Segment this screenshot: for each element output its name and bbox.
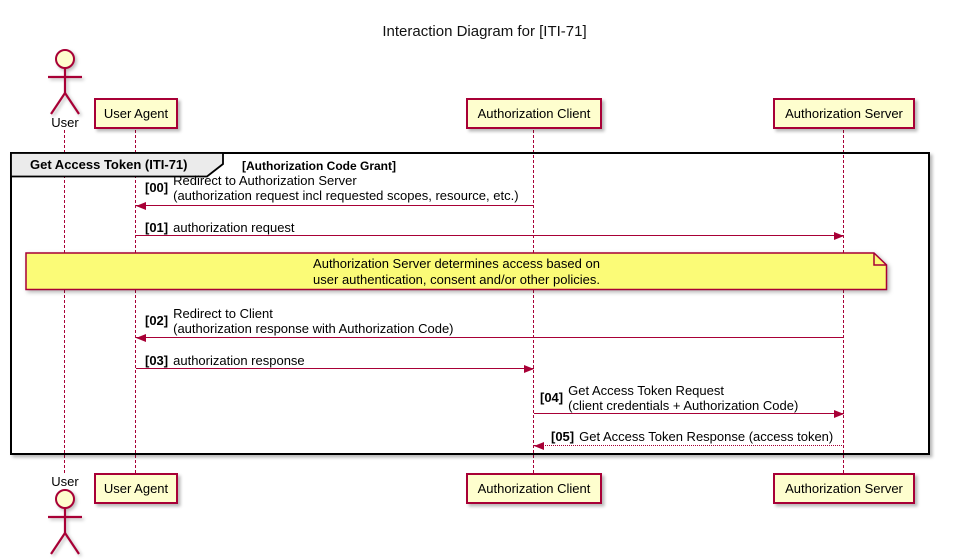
note: Authorization Server determines access b…	[25, 252, 888, 291]
participant-user-agent-top: User Agent	[94, 98, 178, 129]
message-01-seq: [01]	[145, 220, 169, 235]
message-01-label: [01] authorization request	[145, 220, 295, 236]
lifeline-authorization-server	[843, 130, 844, 473]
message-03-text: authorization response	[173, 353, 305, 368]
message-00-seq: [00]	[145, 180, 169, 196]
participant-user-top: User	[51, 115, 79, 130]
message-02-label: [02] Redirect to Client (authorization r…	[145, 306, 454, 336]
user-actor-icon-bottom	[48, 489, 82, 555]
frame-tab-shape-icon	[10, 152, 224, 178]
message-03-seq: [03]	[145, 353, 169, 368]
participant-user-agent-bottom: User Agent	[94, 473, 178, 504]
message-04-label: [04] Get Access Token Request (client cr…	[540, 383, 799, 413]
message-03-arrowhead-icon	[524, 365, 534, 373]
user-actor-icon	[48, 49, 82, 115]
participant-authorization-server-bottom: Authorization Server	[773, 473, 915, 504]
lifeline-user	[64, 130, 65, 473]
message-05-seq: [05]	[551, 429, 575, 444]
note-shape-icon	[25, 252, 888, 291]
message-02-line	[136, 337, 844, 338]
message-00-arrowhead-icon	[136, 202, 146, 210]
message-02-seq: [02]	[145, 313, 169, 329]
message-04-text: Get Access Token Request (client credent…	[568, 383, 799, 413]
message-05-text: Get Access Token Response (access token)	[579, 429, 834, 444]
message-05-label: [05] Get Access Token Response (access t…	[551, 429, 834, 445]
message-03-line	[136, 368, 534, 369]
message-00-text: Redirect to Authorization Server (author…	[173, 173, 519, 203]
message-01-line	[136, 235, 844, 236]
participant-authorization-server-top: Authorization Server	[773, 98, 915, 129]
frame-title: Get Access Token (ITI-71)	[30, 157, 188, 172]
message-01-arrowhead-icon	[834, 232, 844, 240]
frame-get-access-token: Get Access Token (ITI-71) [Authorization…	[10, 152, 930, 455]
message-04-arrowhead-icon	[834, 410, 844, 418]
participant-authorization-client-bottom: Authorization Client	[466, 473, 602, 504]
participant-authorization-client-top: Authorization Client	[466, 98, 602, 129]
message-02-arrowhead-icon	[136, 334, 146, 342]
message-05-arrowhead-icon	[534, 442, 544, 450]
diagram-title: Interaction Diagram for [ITI-71]	[382, 23, 587, 40]
message-01-text: authorization request	[173, 220, 295, 235]
participant-user-bottom: User	[51, 474, 79, 489]
note-text: Authorization Server determines access b…	[313, 256, 600, 287]
message-00-line	[136, 205, 534, 206]
message-04-line	[534, 413, 844, 414]
frame-condition: [Authorization Code Grant]	[242, 159, 396, 173]
message-00-label: [00] Redirect to Authorization Server (a…	[145, 173, 519, 203]
lifeline-authorization-client	[533, 130, 534, 473]
message-04-seq: [04]	[540, 390, 564, 406]
message-05-line	[534, 445, 844, 446]
lifeline-user-agent	[135, 130, 136, 473]
message-02-text: Redirect to Client (authorization respon…	[173, 306, 454, 336]
message-03-label: [03] authorization response	[145, 353, 305, 369]
